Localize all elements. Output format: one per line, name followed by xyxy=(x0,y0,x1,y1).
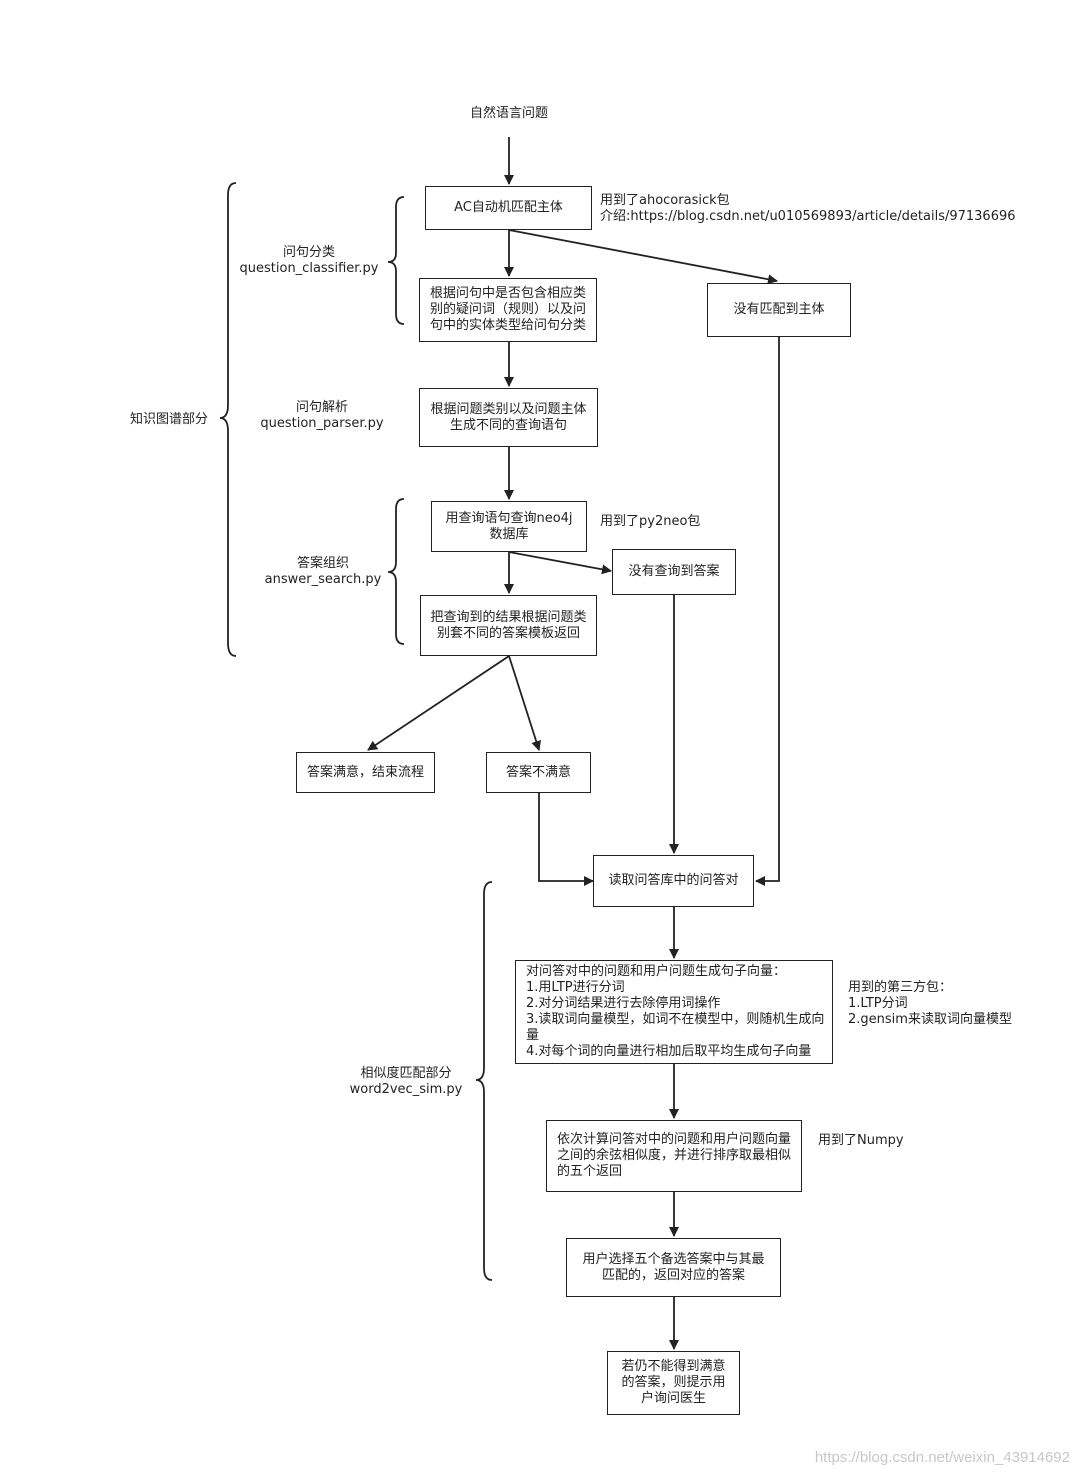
arrow-template-to-unsatisfied xyxy=(508,655,542,751)
node-read-qa: 读取问答库中的问答对 xyxy=(593,855,754,907)
arrow-template-to-satisfied xyxy=(367,655,510,751)
node-satisfied: 答案满意，结束流程 xyxy=(296,752,435,793)
node-gen-query: 根据问题类别以及问题主体 生成不同的查询语句 xyxy=(419,388,598,447)
node-ac-match: AC自动机匹配主体 xyxy=(425,186,592,230)
node-cosine: 依次计算问答对中的问题和用户问题向量 之间的余弦相似度，并进行排序取最相似 的五… xyxy=(546,1120,802,1192)
note-numpy: 用到了Numpy xyxy=(818,1133,904,1148)
node-user-select: 用户选择五个备选答案中与其最 匹配的，返回对应的答案 xyxy=(566,1238,781,1297)
group-label-classifier: 问句分类 question_classifier.py xyxy=(239,245,379,276)
group-label-knowledge-graph: 知识图谱部分 xyxy=(130,412,209,427)
node-vectorize: 对问答对中的问题和用户问题生成句子向量： 1.用LTP进行分词 2.对分词结果进… xyxy=(515,960,833,1064)
arrow-nomatch-to-readqa xyxy=(755,337,780,886)
brace-classifier xyxy=(387,196,405,325)
group-label-answer: 答案组织 answer_search.py xyxy=(264,556,382,587)
brace-knowledge-graph xyxy=(219,182,237,657)
node-no-match-subject: 没有匹配到主体 xyxy=(707,283,851,337)
node-no-answer: 没有查询到答案 xyxy=(612,549,736,595)
node-classify: 根据问句中是否包含相应类 别的疑问词（规则）以及问 句中的实体类型给问句分类 xyxy=(419,278,597,342)
arrow-ac-to-nomatch xyxy=(508,229,778,285)
node-query-neo4j: 用查询语句查询neo4j 数据库 xyxy=(431,501,587,552)
note-py2neo: 用到了py2neo包 xyxy=(600,514,701,529)
note-ahocorasick: 用到了ahocorasick包 介绍:https://blog.csdn.net… xyxy=(600,193,1016,224)
arrow-unsatisfied-to-readqa xyxy=(538,793,594,886)
brace-answer xyxy=(387,498,405,645)
arrow-neo4j-to-noanswer xyxy=(508,551,612,575)
start-label: 自然语言问题 xyxy=(469,106,548,121)
node-doctor: 若仍不能得到满意 的答案，则提示用 户询问医生 xyxy=(607,1351,740,1415)
group-label-parser: 问句解析 question_parser.py xyxy=(260,400,384,431)
node-unsatisfied: 答案不满意 xyxy=(486,752,591,793)
brace-similarity xyxy=(475,881,493,1281)
node-template: 把查询到的结果根据问题类 别套不同的答案模板返回 xyxy=(420,595,597,656)
group-label-similarity: 相似度匹配部分 word2vec_sim.py xyxy=(349,1066,463,1097)
note-third-party: 用到的第三方包： 1.LTP分词 2.gensim来读取词向量模型 xyxy=(848,980,1012,1027)
watermark-text: https://blog.csdn.net/weixin_43914692 xyxy=(814,1449,1070,1466)
